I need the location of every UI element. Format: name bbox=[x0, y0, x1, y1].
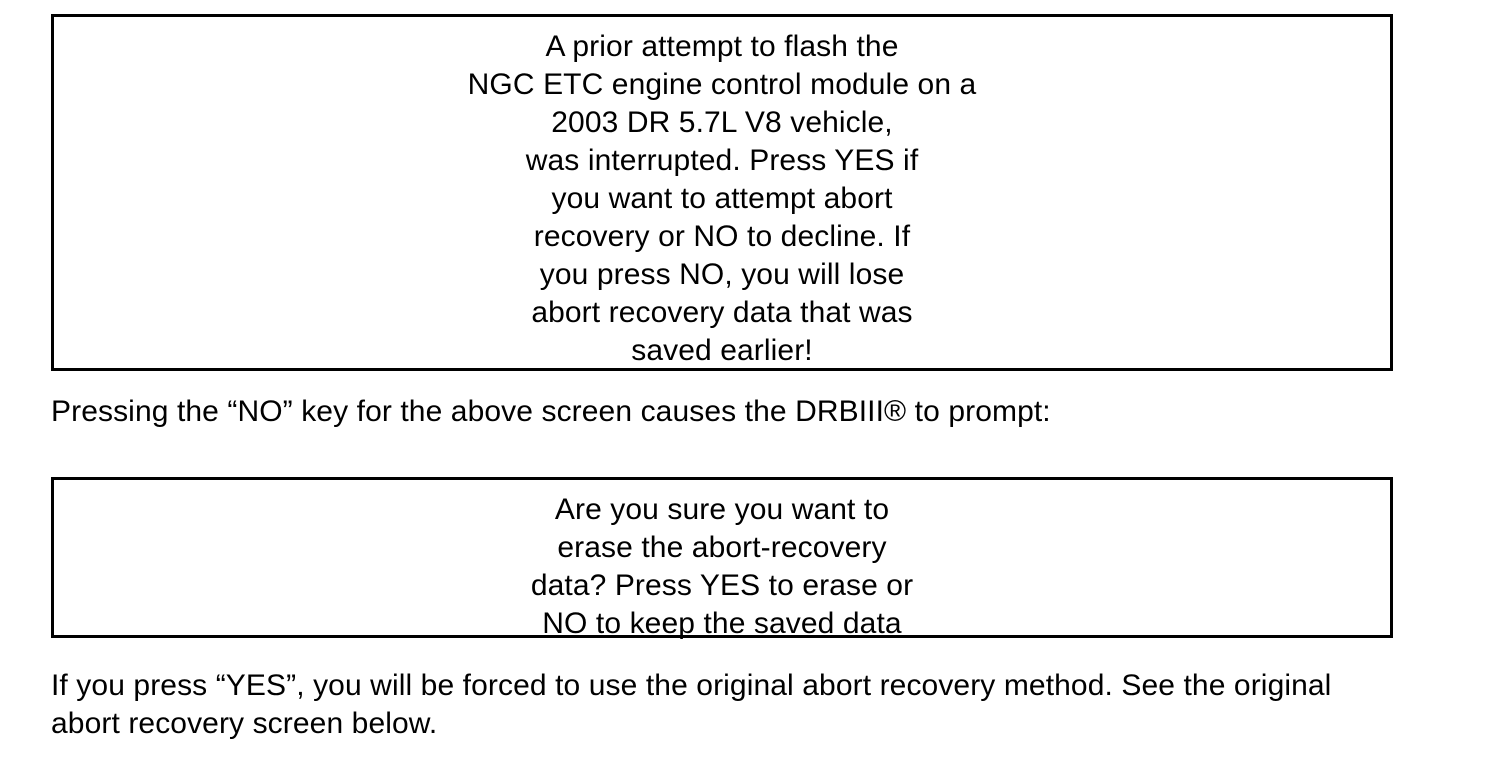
screen-text-line: you press NO, you will lose bbox=[539, 258, 905, 291]
instruction-paragraph-no-key: Pressing the “NO” key for the above scre… bbox=[51, 395, 1051, 428]
screen-text-line: recovery or NO to decline. If bbox=[533, 220, 911, 253]
erase-confirmation-screen: Are you sure you want to erase the abort… bbox=[51, 477, 1393, 640]
screen-text-line: erase the abort-recovery bbox=[557, 531, 887, 564]
screen-text-line: data? Press YES to erase or bbox=[530, 569, 914, 602]
screen-text-line: 2003 DR 5.7L V8 vehicle, bbox=[551, 106, 893, 139]
screen-text-line: saved earlier! bbox=[631, 334, 813, 367]
screen-text-line: A prior attempt to flash the bbox=[545, 30, 899, 63]
screen-text-line: NO to keep the saved data bbox=[542, 607, 902, 640]
abort-recovery-prompt-screen: A prior attempt to flash the NGC ETC eng… bbox=[51, 14, 1393, 371]
screen-text-line: abort recovery data that was bbox=[531, 296, 913, 329]
screen-text-line: Are you sure you want to bbox=[554, 493, 890, 526]
screen-text-line: was interrupted. Press YES if bbox=[525, 144, 919, 177]
instruction-paragraph-yes-key: If you press “YES”, you will be forced t… bbox=[51, 669, 1332, 740]
screen-text-line: you want to attempt abort bbox=[551, 182, 893, 215]
screen-text-line: NGC ETC engine control module on a bbox=[467, 68, 977, 101]
